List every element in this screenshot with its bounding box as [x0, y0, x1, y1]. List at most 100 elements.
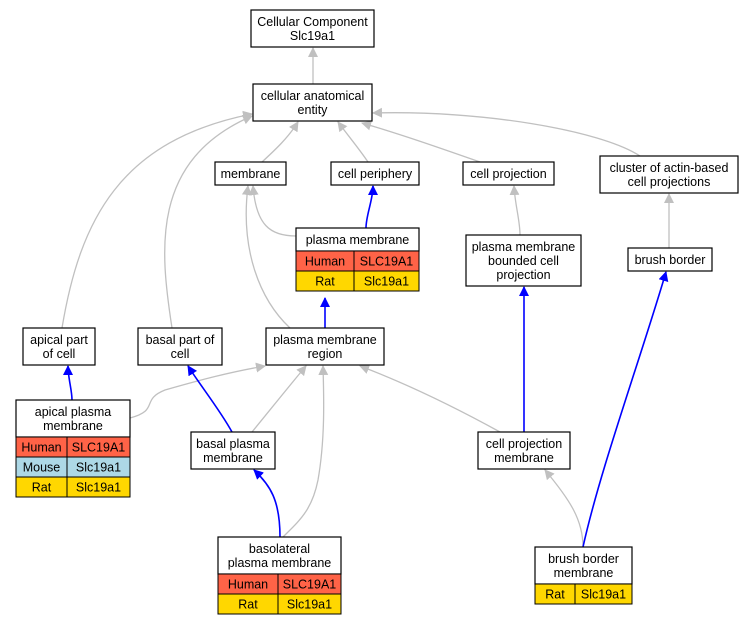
species-label: Human [228, 578, 268, 592]
term-node-cell-periphery[interactable]: cell periphery [330, 161, 420, 186]
term-label-line: cellular anatomical [261, 89, 365, 103]
term-label-line: of cell [43, 347, 76, 361]
species-label: Rat [315, 275, 335, 289]
term-label-line: apical part [30, 333, 88, 347]
term-label-line: cell projection [486, 437, 562, 451]
edge-apical-part-to-cae [61, 110, 253, 329]
term-label-line: projection [496, 268, 550, 282]
gene-symbol-label: Slc19a1 [287, 598, 332, 612]
edge-plasma-membrane-to-cell-periphery [365, 185, 378, 229]
term-label-line: membrane [554, 566, 614, 580]
term-label-line: cell periphery [338, 167, 413, 181]
term-box [465, 234, 582, 287]
term-label-line: plasma membrane [306, 233, 410, 247]
term-label-line: Slc19a1 [290, 29, 335, 43]
term-label-line: plasma membrane [273, 333, 377, 347]
edge-bb-membrane-to-cp-membrane [544, 469, 584, 548]
edge-cell-projection-to-cae [361, 120, 481, 163]
gene-symbol-label: SLC19A1 [360, 255, 414, 269]
term-label-line: region [308, 347, 343, 361]
term-box [627, 247, 713, 272]
term-label-line: cluster of actin-based [610, 161, 729, 175]
species-label: Rat [545, 588, 565, 602]
gene-cell [277, 593, 342, 615]
edge-pm-region-to-membrane [241, 185, 291, 329]
term-label-line: plasma membrane [228, 556, 332, 570]
term-label-line: membrane [494, 451, 554, 465]
gene-symbol-label: Slc19a1 [581, 588, 626, 602]
term-box [214, 161, 287, 186]
term-box [534, 546, 633, 585]
term-node-membrane[interactable]: membrane [214, 161, 287, 186]
term-label-line: plasma membrane [472, 240, 576, 254]
term-node-cell-projection[interactable]: cell projection [462, 161, 555, 186]
gene-symbol-label: Slc19a1 [364, 275, 409, 289]
term-label-line: cell [171, 347, 190, 361]
edges-layer [61, 47, 674, 548]
edge-plasma-membrane-to-membrane [248, 185, 297, 237]
gene-cell [66, 476, 131, 498]
species-label: Human [305, 255, 345, 269]
term-label-line: membrane [221, 167, 281, 181]
term-label-line: apical plasma [35, 405, 111, 419]
edge-pm-bounded-to-cell-projection [509, 185, 521, 236]
term-label-line: entity [298, 103, 329, 117]
term-label-line: bounded cell [488, 254, 559, 268]
edge-basal-pm-to-pm-region [251, 365, 307, 433]
term-label-line: cell projections [628, 175, 711, 189]
term-box [265, 327, 385, 366]
term-box [330, 161, 420, 186]
term-node-brush-border[interactable]: brush border [627, 247, 713, 272]
gene-cell [353, 270, 420, 292]
edge-bb-membrane-to-brush-border [582, 271, 669, 548]
edge-cp-membrane-to-pm-region [359, 364, 501, 433]
edge-cell-periphery-to-cae [337, 121, 369, 163]
edge-basal-part-to-cae [164, 114, 253, 329]
gene-symbol-label: Slc19a1 [76, 481, 121, 495]
edge-apical-pm-to-apical-part [63, 365, 74, 401]
edge-cluster-to-cae [372, 107, 641, 157]
gene-cell [574, 583, 633, 605]
gene-symbol-label: SLC19A1 [72, 441, 126, 455]
term-label-line: membrane [43, 419, 103, 433]
term-box [250, 9, 375, 48]
species-label: Rat [238, 598, 258, 612]
edge-membrane-to-cae [261, 121, 299, 163]
gene-symbol-label: Slc19a1 [76, 461, 121, 475]
term-label-line: brush border [548, 552, 619, 566]
term-box [137, 327, 223, 366]
term-label-line: membrane [203, 451, 263, 465]
edge-basal-pm-to-basal-part [187, 365, 233, 433]
species-label: Mouse [23, 461, 61, 475]
term-label-line: cell projection [470, 167, 546, 181]
term-box [15, 399, 131, 438]
species-label: Rat [32, 481, 52, 495]
species-label: Human [21, 441, 61, 455]
edge-basolateral-pm-to-basal-pm [253, 469, 281, 538]
term-box [462, 161, 555, 186]
term-box [190, 431, 276, 470]
term-box [22, 327, 96, 366]
term-box [477, 431, 571, 470]
term-label-line: basolateral [249, 542, 310, 556]
term-box [217, 536, 342, 575]
term-box [252, 83, 373, 122]
term-label-line: Cellular Component [257, 15, 368, 29]
term-label-line: basal plasma [196, 437, 270, 451]
edge-basolateral-pm-to-pm-region [282, 365, 329, 538]
